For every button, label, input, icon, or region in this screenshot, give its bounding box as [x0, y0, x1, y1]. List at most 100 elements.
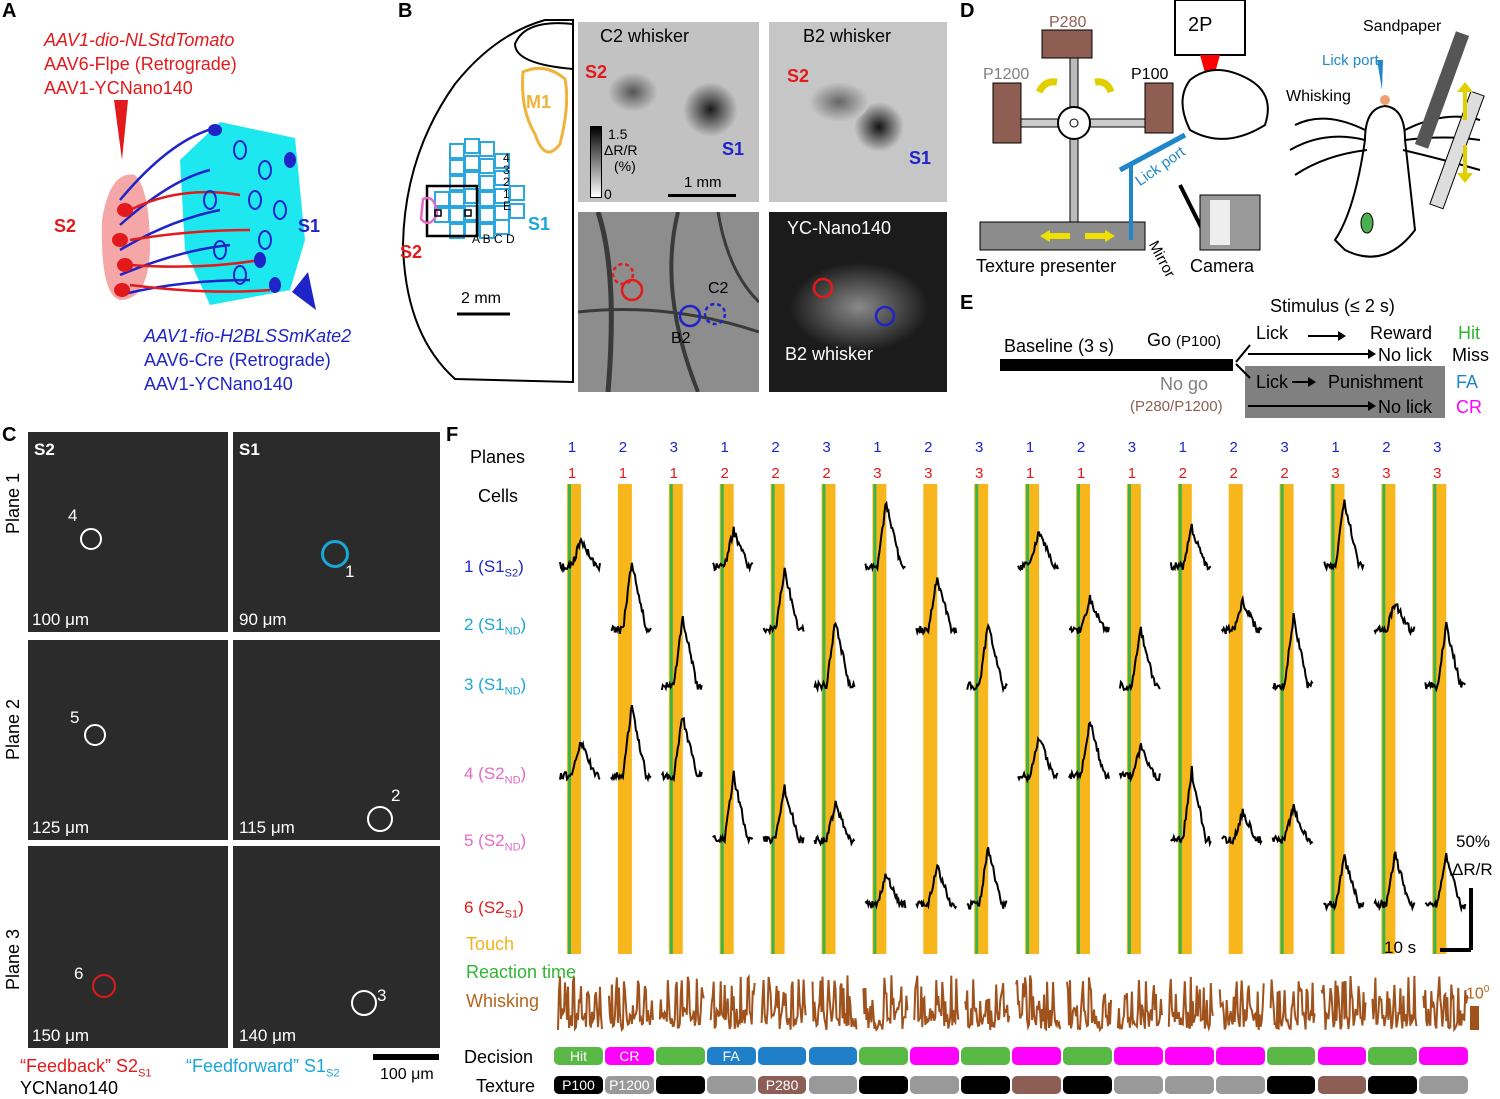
whisking-trace — [1116, 980, 1163, 1030]
nolick-2: No lick — [1378, 397, 1433, 417]
cell-label-5-main: 5 (S2 — [464, 831, 505, 850]
texture-pill — [1266, 1076, 1316, 1094]
cell3-circle — [351, 990, 377, 1016]
whisking-trace — [811, 975, 858, 1031]
c2-s2: S2 — [585, 62, 608, 82]
whisking-trace — [1269, 979, 1316, 1031]
cell-label-1: 1 (S1S2) — [464, 557, 524, 579]
calcium-trace — [1118, 626, 1161, 692]
panel-a-bottom2: AAV6-Cre (Retrograde) — [144, 350, 331, 370]
brain-s2: S2 — [400, 242, 423, 262]
decision-pill: Hit — [554, 1047, 603, 1065]
texture-presenter-diagram — [979, 0, 1269, 251]
calcium-trace — [864, 873, 907, 910]
reaction-time-line — [1077, 484, 1080, 954]
reaction-time-line — [568, 484, 571, 954]
reaction-time-line — [1178, 484, 1182, 954]
texture-pill — [1113, 1076, 1163, 1094]
cell-label-1-main: 1 (S1 — [464, 557, 505, 576]
reaction-time-line — [720, 484, 724, 954]
calcium-trace — [711, 526, 754, 573]
lick-1: Lick — [1256, 323, 1289, 343]
plane-s1-number: 3 — [975, 439, 983, 456]
calcium-trace — [1373, 603, 1416, 637]
plane-s1-number: 1 — [1026, 439, 1034, 456]
panel-a-s1: S1 — [298, 216, 321, 236]
calcium-trace — [1220, 594, 1263, 635]
scale-1mm: 1 mm — [684, 174, 722, 191]
decision-pill — [1063, 1047, 1112, 1065]
plane-s1-number: 2 — [619, 439, 627, 456]
calcium-trace — [1424, 853, 1467, 913]
whisking-trace — [557, 976, 603, 1032]
texture-pill — [1012, 1076, 1061, 1094]
stimulus-label: Stimulus (≤ 2 s) — [1270, 296, 1395, 316]
texture-pill — [1317, 1076, 1367, 1094]
cell-label-4-sub: ND — [504, 774, 521, 787]
calcium-trace — [762, 567, 805, 636]
calcium-trace — [610, 705, 652, 783]
touch-bar — [617, 484, 632, 954]
c2-title: C2 whisker — [600, 26, 690, 46]
cell-label-4-end: ) — [520, 764, 527, 783]
nogo-shading — [1245, 366, 1445, 418]
plane-s2-number: 2 — [822, 465, 830, 482]
implant — [1360, 212, 1374, 234]
cell-label-1-end: ) — [518, 557, 524, 576]
whisking-trace — [964, 979, 1011, 1031]
vasc-c2-label: C2 — [708, 280, 729, 297]
p1200-block — [992, 82, 1022, 144]
p280-block — [1041, 29, 1093, 59]
calcium-trace — [1373, 851, 1416, 912]
s1-plane3-image: 3 140 μm — [233, 846, 440, 1048]
decision-pill — [1266, 1047, 1316, 1065]
yc-glow — [789, 262, 929, 352]
reaction-time-line — [771, 484, 775, 954]
plane-s2-number: 3 — [1382, 465, 1390, 482]
yc-title: YC-Nano140 — [787, 218, 892, 238]
whisking-trace — [1320, 975, 1367, 1030]
panel-e-letter: E — [960, 292, 974, 314]
label-texture-presenter: Texture presenter — [976, 256, 1117, 276]
plane-s2-number: 1 — [1128, 465, 1136, 482]
calcium-trace — [1017, 736, 1059, 784]
label-lick-port-top: Lick port — [1322, 52, 1379, 69]
col-s2: S2 — [34, 440, 55, 459]
b2-s2: S2 — [787, 66, 810, 86]
scale-1mm-bar — [668, 194, 736, 197]
calcium-trace — [1221, 808, 1263, 846]
plane-s1-number: 2 — [771, 439, 779, 456]
calcium-trace — [813, 800, 856, 847]
cell6-label: 6 — [74, 964, 84, 983]
plane-s2-number: 1 — [1026, 465, 1034, 482]
texture-pill: P280 — [757, 1076, 807, 1094]
cell-label-2-end: ) — [520, 615, 527, 634]
calcium-trace — [559, 740, 601, 782]
barrel-rows: 4 3 2 1 E — [503, 151, 512, 213]
reaction-time-line — [1433, 484, 1437, 954]
label-2p: 2P — [1188, 14, 1213, 36]
plane-s2-number: 3 — [873, 465, 881, 482]
m1-outline — [521, 66, 569, 154]
nogo-texture: (P280/P1200) — [1130, 398, 1223, 415]
calcium-trace — [660, 716, 703, 783]
whisk-scale: 100 — [1466, 984, 1489, 1003]
b2-s1: S1 — [909, 148, 932, 168]
c2-s1-spot — [683, 82, 738, 137]
panel-a-letter: A — [2, 0, 17, 22]
plane-s2-number: 3 — [1433, 465, 1441, 482]
outcome-cr: CR — [1456, 397, 1482, 417]
texture-pill — [1164, 1076, 1214, 1094]
texture-pill — [1063, 1076, 1112, 1094]
texture-pill: P1200 — [604, 1076, 654, 1094]
decision-pill — [1317, 1047, 1367, 1065]
texture-pill — [808, 1076, 858, 1094]
s1-plane2-image: 2 115 μm — [233, 640, 440, 840]
brain-m1: M1 — [526, 92, 552, 112]
calcium-trace — [864, 500, 906, 573]
s2-plane2-image: 5 125 μm — [28, 640, 228, 840]
s2-plane1-image: S2 4 100 μm — [28, 432, 228, 632]
decision-pill — [1368, 1047, 1418, 1065]
